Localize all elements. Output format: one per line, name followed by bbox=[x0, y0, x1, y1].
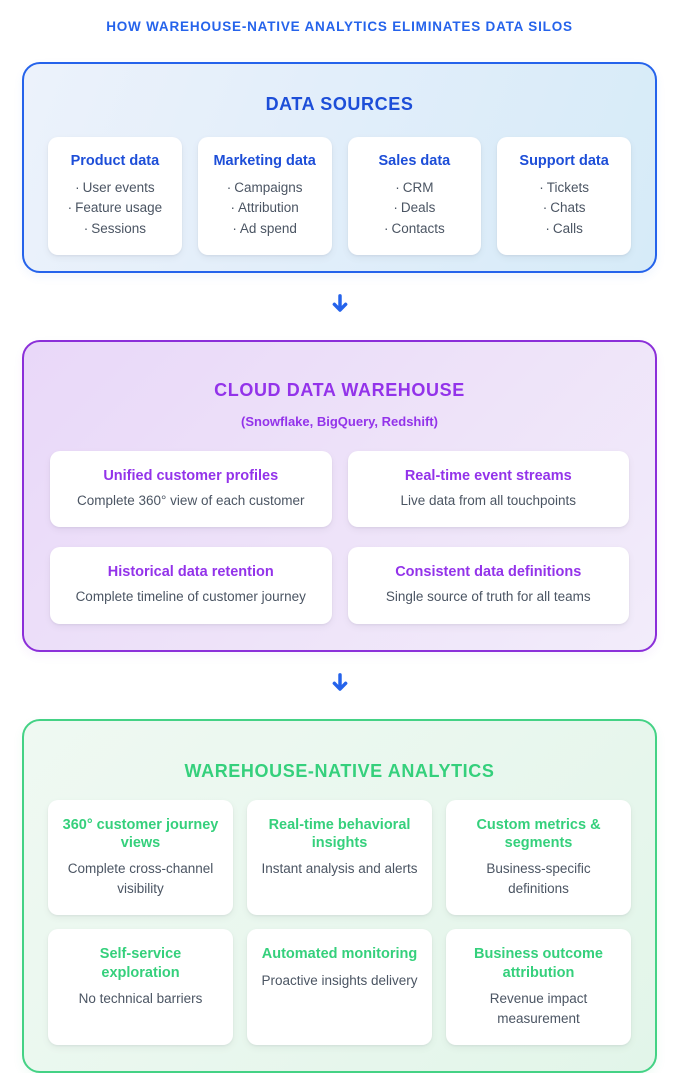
section-data-sources: DATA SOURCES Product data·User events·Fe… bbox=[22, 62, 657, 273]
card-list-item-label: Calls bbox=[552, 220, 583, 236]
card-title: Automated monitoring bbox=[261, 946, 418, 963]
card-body: Instant analysis and alerts bbox=[261, 860, 418, 876]
bullet-icon: · bbox=[75, 180, 80, 196]
card-sales-data: Sales data·CRM·Deals·Contacts bbox=[347, 137, 482, 255]
card-support-data: Support data·Tickets·Chats·Calls bbox=[497, 137, 631, 255]
section-data-sources-title: DATA SOURCES bbox=[265, 94, 414, 114]
card-list-item: ·Deals bbox=[358, 198, 472, 218]
bullet-icon: · bbox=[539, 180, 544, 196]
card-body: Complete cross-channel visibility bbox=[67, 860, 214, 897]
card-list-item: ·CRM bbox=[358, 178, 472, 198]
data-sources-cards: Product data·User events·Feature usage·S… bbox=[48, 137, 631, 255]
card-body: Complete 360° view of each customer bbox=[76, 493, 305, 508]
card-list-item: ·User events bbox=[58, 178, 172, 198]
card-list-item-label: Tickets bbox=[546, 180, 589, 196]
bullet-icon: · bbox=[232, 220, 237, 236]
card-title: Business outcome attribution bbox=[474, 946, 603, 981]
card-body: Proactive insights delivery bbox=[261, 972, 418, 988]
card-body: Complete timeline of customer journey bbox=[75, 589, 306, 605]
card-body: Live data from all touchpoints bbox=[400, 493, 577, 508]
bullet-icon: · bbox=[545, 220, 550, 236]
flow-arrow-2 bbox=[22, 652, 657, 719]
card-title: 360° customer journey views bbox=[62, 816, 219, 851]
card-list-item: ·Campaigns bbox=[208, 178, 322, 198]
card-list-item: ·Ad spend bbox=[208, 219, 322, 239]
card-title: Marketing data bbox=[213, 153, 316, 169]
card-product-data: Product data·User events·Feature usage·S… bbox=[48, 137, 182, 255]
card-list-item-label: CRM bbox=[402, 180, 434, 196]
card-title: Self-service exploration bbox=[99, 946, 182, 981]
bullet-icon: · bbox=[230, 200, 235, 216]
down-arrow-icon bbox=[327, 291, 353, 322]
card-marketing-data: Marketing data·Campaigns·Attribution·Ad … bbox=[197, 137, 332, 255]
card-body: No technical barriers bbox=[78, 990, 203, 1006]
card-title: Unified customer profiles bbox=[103, 467, 279, 484]
card-body: Single source of truth for all teams bbox=[385, 589, 591, 605]
card-list-item-label: User events bbox=[82, 180, 155, 196]
card-list-item: ·Contacts bbox=[358, 219, 472, 239]
section-cloud-data-warehouse: CLOUD DATA WAREHOUSE (Snowflake, BigQuer… bbox=[22, 339, 657, 652]
bullet-icon: · bbox=[67, 200, 73, 216]
flow-arrow-1 bbox=[22, 273, 657, 340]
card-title: Sales data bbox=[378, 153, 451, 169]
card-list-item-label: Contacts bbox=[391, 220, 445, 236]
section-warehouse-native-analytics-title: WAREHOUSE-NATIVE ANALYTICS bbox=[184, 760, 495, 781]
bullet-icon: · bbox=[395, 180, 400, 196]
card-title: Custom metrics & segments bbox=[476, 816, 601, 851]
card-body: Business-specific definitions bbox=[486, 860, 591, 897]
card-title: Support data bbox=[519, 153, 609, 169]
card-title: Consistent data definitions bbox=[395, 564, 582, 581]
section-cloud-data-warehouse-subtitle: (Snowflake, BigQuery, Redshift) bbox=[241, 413, 438, 429]
card-title: Historical data retention bbox=[107, 564, 274, 581]
card-list-item: ·Feature usage bbox=[58, 198, 172, 218]
card-title: Real-time behavioral insights bbox=[268, 816, 411, 851]
section-warehouse-native-analytics: WAREHOUSE-NATIVE ANALYTICS 360° customer… bbox=[22, 718, 657, 1073]
card-body: Revenue impact measurement bbox=[489, 990, 588, 1026]
card-list-item: ·Tickets bbox=[507, 178, 621, 198]
card-list-item-label: Campaigns bbox=[234, 180, 303, 196]
section-cloud-data-warehouse-title: CLOUD DATA WAREHOUSE bbox=[214, 379, 465, 400]
card-list-item-label: Ad spend bbox=[239, 220, 297, 236]
card-list-item-label: Deals bbox=[400, 200, 436, 216]
bullet-icon: · bbox=[226, 180, 232, 196]
card-title: Real-time event streams bbox=[404, 467, 572, 484]
card-list-item-label: Sessions bbox=[91, 220, 147, 236]
card-list-item: ·Chats bbox=[507, 198, 621, 218]
card-list-item-label: Chats bbox=[550, 200, 586, 216]
bullet-icon: · bbox=[83, 220, 89, 236]
card-list-item-label: Attribution bbox=[237, 200, 299, 216]
bullet-icon: · bbox=[383, 220, 389, 236]
card-title: Product data bbox=[70, 153, 160, 169]
page-title: HOW WAREHOUSE-NATIVE ANALYTICS ELIMINATE… bbox=[106, 19, 573, 34]
down-arrow-icon bbox=[327, 670, 353, 701]
card-list-item: ·Calls bbox=[507, 219, 621, 239]
bullet-icon: · bbox=[542, 200, 548, 216]
card-list-item-label: Feature usage bbox=[75, 200, 163, 216]
card-self-service-exploration: Self-service exploration No technical bar… bbox=[48, 929, 233, 1046]
card-list-item: ·Attribution bbox=[208, 198, 322, 218]
card-list-item: ·Sessions bbox=[58, 219, 172, 239]
bullet-icon: · bbox=[393, 200, 398, 216]
